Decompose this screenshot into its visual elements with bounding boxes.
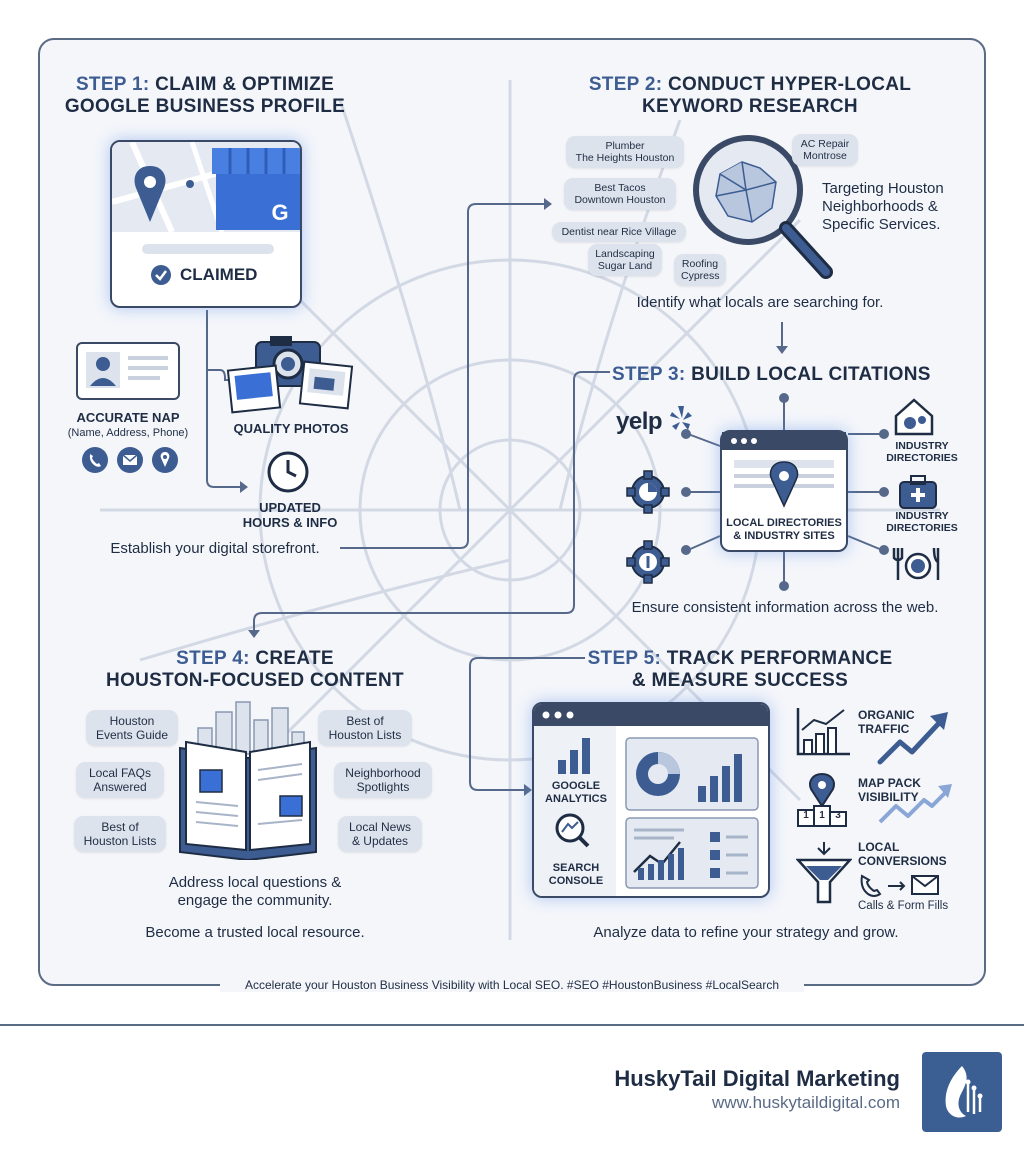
browser-directory-icon xyxy=(722,432,846,508)
magnifier-map-icon xyxy=(693,135,833,279)
topic-chip-1: Houston Events Guide xyxy=(86,710,178,746)
medical-kit-icon xyxy=(899,475,937,509)
step4-title-step: STEP 4: xyxy=(176,648,250,669)
nap-title: ACCURATE NAP xyxy=(76,410,180,425)
analytics-dashboard xyxy=(532,702,770,898)
gear-wrench-icon xyxy=(626,540,670,584)
step5-title-line1: TRACK PERFORMANCE xyxy=(666,648,893,669)
storefront-icon: G xyxy=(212,148,300,230)
step1-caption: Establish your digital storefront. xyxy=(110,540,320,557)
step4-caption2: Become a trusted local resource. xyxy=(145,924,365,941)
gbp-illustration: G xyxy=(112,142,300,254)
topic-chip-3: Local FAQs Answered xyxy=(76,762,164,798)
claimed-label: CLAIMED xyxy=(180,265,258,284)
map-pin-icon xyxy=(134,166,166,222)
flow-connectors xyxy=(206,198,788,796)
local-directories-hub xyxy=(720,430,848,552)
google-analytics-label: GOOGLE ANALYTICS xyxy=(545,780,607,805)
step4-title: STEP 4: CREATE HOUSTON-FOCUSED CONTENT xyxy=(90,648,420,692)
photos-label: QUALITY PHOTOS xyxy=(233,421,349,436)
search-console-icon xyxy=(555,813,590,848)
claimed-status: CLAIMED xyxy=(150,263,270,287)
hours-line1: UPDATED xyxy=(259,500,321,515)
step4-title-line1: CREATE xyxy=(255,648,334,669)
dashboard-illustration xyxy=(534,704,768,896)
mail-icon xyxy=(117,447,143,473)
map-pack-podium-icon xyxy=(797,772,847,827)
step1-title: STEP 1: CLAIM & OPTIMIZE GOOGLE BUSINESS… xyxy=(60,74,350,118)
keyword-chip-2: AC Repair Montrose xyxy=(792,134,858,166)
step2-caption: Identify what locals are searching for. xyxy=(636,294,884,311)
brand-url[interactable]: www.huskytaildigital.com xyxy=(711,1093,900,1112)
footer-divider xyxy=(0,1024,1024,1026)
metric-map-pack: MAP PACK VISIBILITY xyxy=(858,776,921,804)
phone-icon xyxy=(82,447,108,473)
step1-title-step: STEP 1: xyxy=(75,74,150,95)
search-console-label: SEARCH CONSOLE xyxy=(548,862,604,887)
step2-title-line2: KEYWORD RESEARCH xyxy=(642,96,858,117)
step2-title-line1: CONDUCT HYPER-LOCAL xyxy=(667,74,912,95)
hours-label: UPDATED HOURS & INFO xyxy=(220,500,360,530)
step5-title-step: STEP 5: xyxy=(587,648,662,669)
topic-chip-4: Neighborhood Spotlights xyxy=(334,762,432,798)
hours-line2: HOURS & INFO xyxy=(242,515,338,530)
step1-title-line2: GOOGLE BUSINESS PROFILE xyxy=(64,96,346,117)
conversion-funnel-icon xyxy=(796,842,852,904)
restaurant-icon xyxy=(892,547,940,580)
tagline: Accelerate your Houston Business Visibil… xyxy=(220,978,804,992)
brand-name: HuskyTail Digital Marketing xyxy=(614,1066,900,1091)
step4-caption: Address local questions & engage the com… xyxy=(168,874,342,909)
step5-title-line2: & MEASURE SUCCESS xyxy=(631,670,849,691)
metric-organic-traffic: ORGANIC TRAFFIC xyxy=(858,708,915,736)
topic-chip-2: Best of Houston Lists xyxy=(318,710,412,746)
step5-caption: Analyze data to refine your strategy and… xyxy=(593,924,899,941)
keyword-chip-4: Dentist near Rice Village xyxy=(552,222,686,242)
google-business-profile-card: G xyxy=(110,140,302,308)
organic-traffic-chart-icon xyxy=(796,708,850,756)
gear-chart-icon xyxy=(626,470,670,514)
house-gears-icon xyxy=(894,398,934,436)
keyword-chip-5: Landscaping Sugar Land xyxy=(588,244,662,276)
industry-directories-2: INDUSTRY DIRECTORIES xyxy=(886,510,958,534)
citation-hub-connectors xyxy=(681,393,889,591)
step2-side-text: Targeting Houston Neighborhoods & Specif… xyxy=(822,180,944,233)
metric-local-conversions: LOCAL CONVERSIONS xyxy=(858,840,947,868)
industry-directories-1: INDUSTRY DIRECTORIES xyxy=(886,440,958,464)
metric-conversions-sub: Calls & Form Fills xyxy=(858,900,949,912)
step3-title-step: STEP 3: xyxy=(612,364,686,385)
trend-zigzag-arrow-icon xyxy=(878,784,952,824)
call-to-form-icon xyxy=(860,874,939,897)
open-book-skyline-icon xyxy=(179,701,317,860)
trend-up-arrow-icon xyxy=(877,712,948,765)
clock-icon xyxy=(267,451,309,493)
svg-text:G: G xyxy=(271,200,288,225)
step1-title-line1: CLAIM & OPTIMIZE xyxy=(155,74,335,95)
google-analytics-icon xyxy=(558,738,590,774)
step2-title-step: STEP 2: xyxy=(588,74,663,95)
yelp-logo: yelp xyxy=(616,408,663,435)
camera-photos-icon xyxy=(226,336,354,414)
nap-subtitle: (Name, Address, Phone) xyxy=(67,427,189,439)
topic-chip-6: Local News & Updates xyxy=(338,816,422,852)
location-icon xyxy=(152,447,178,473)
step5-title: STEP 5: TRACK PERFORMANCE & MEASURE SUCC… xyxy=(580,648,900,692)
check-circle-icon xyxy=(151,265,171,285)
podium-labels: 1 1 3 xyxy=(803,810,841,821)
hub-label: LOCAL DIRECTORIES & INDUSTRY SITES xyxy=(726,517,842,542)
step2-title: STEP 2: CONDUCT HYPER-LOCAL KEYWORD RESE… xyxy=(580,74,920,118)
step3-title: STEP 3: BUILD LOCAL CITATIONS xyxy=(612,364,942,386)
nap-card-icon xyxy=(76,342,180,400)
huskytail-logo-icon xyxy=(922,1052,1002,1132)
keyword-chip-6: Roofing Cypress xyxy=(674,254,726,286)
keyword-chip-1: Plumber The Heights Houston xyxy=(566,136,684,168)
topic-chip-5: Best of Houston Lists xyxy=(74,816,166,852)
nap-contact-icons xyxy=(82,447,178,473)
step4-title-line2: HOUSTON-FOCUSED CONTENT xyxy=(106,670,404,691)
step3-caption: Ensure consistent information across the… xyxy=(631,599,939,616)
keyword-chip-3: Best Tacos Downtown Houston xyxy=(564,178,676,210)
yelp-burst-icon xyxy=(670,406,692,430)
step3-title-rest: BUILD LOCAL CITATIONS xyxy=(691,364,931,385)
